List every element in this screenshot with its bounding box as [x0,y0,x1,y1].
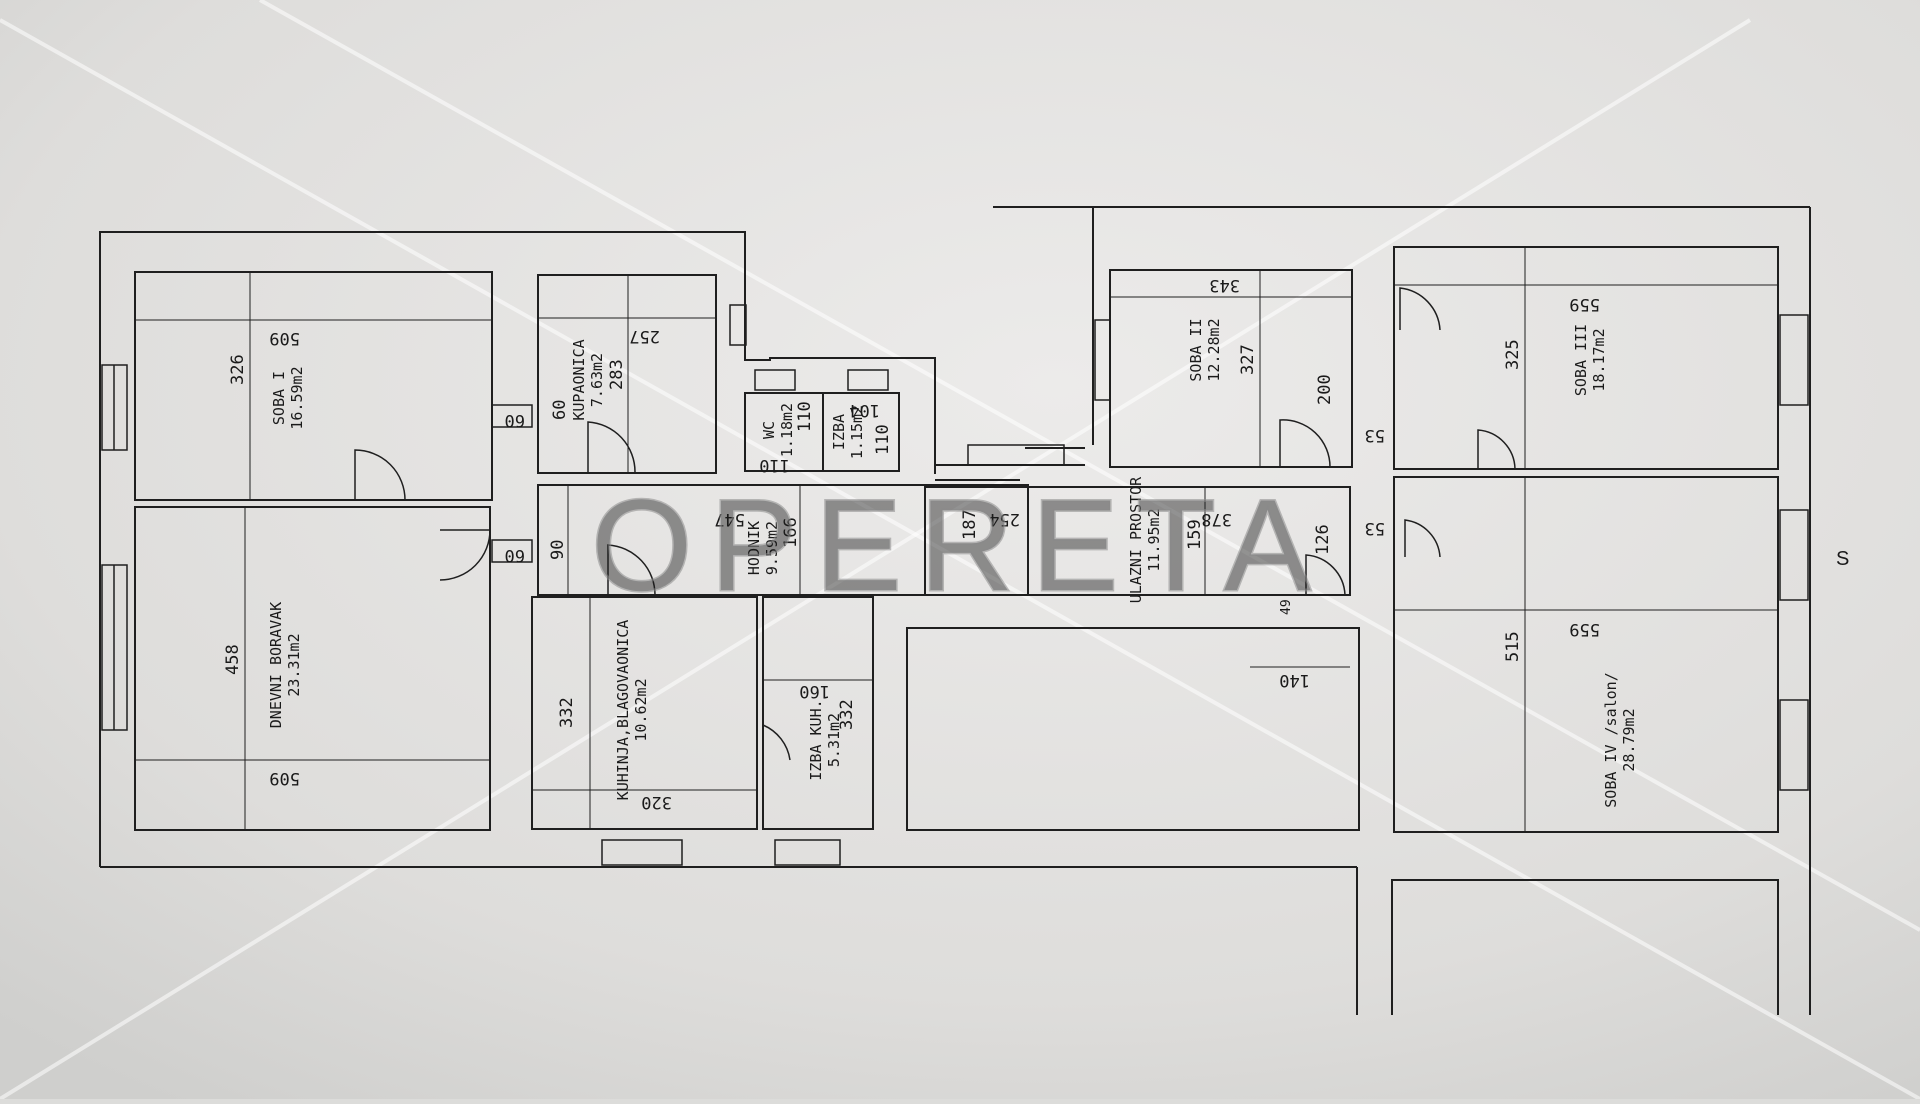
dim-label: 378 [1201,509,1232,529]
dim-label: 53 [1365,518,1385,538]
doors [354,287,1516,765]
room-area: 11.95m2 [1145,508,1163,571]
watermark-text: OPERETA [591,472,1329,618]
room-name: IZBA KUH. [807,699,825,780]
dim-label: 332 [557,697,577,728]
dim-label: 547 [714,509,745,529]
dim-label: 104 [849,400,880,420]
room-name: KUHINJA,BLAGOVAONICA [614,620,632,801]
dim-label: 159 [1185,519,1205,550]
room-name: SOBA IV /salon/ [1602,672,1620,807]
dim-label: 283 [607,359,627,390]
room-name: SOBA III [1572,324,1590,396]
room-name: HODNIK [745,521,763,575]
dim-label: 60 [505,410,525,430]
dimension-lines [135,247,1778,832]
dim-label: 60 [550,400,570,420]
room-name: DNEVNI BORAVAK [267,602,285,728]
dim-label: 559 [1569,619,1600,639]
dim-label: 187 [960,509,980,540]
room-name: SOBA II [1187,318,1205,381]
dim-label: 257 [629,326,660,346]
windows [101,304,1809,866]
dim-label: 49 [1279,599,1294,615]
dim-label: 559 [1569,294,1600,314]
dim-label: 200 [1315,374,1335,405]
dim-label: 110 [795,401,815,432]
dimension-labels: 509 326 509 458 60 60 60 90 257 283 110 … [223,275,1600,812]
walls [99,206,1811,1015]
room-area: 23.31m2 [285,633,303,696]
room-labels: SOBA I 16.59m2 DNEVNI BORAVAK 23.31m2 KU… [267,318,1638,807]
room-name: WC [760,421,778,439]
room-area: 9.59m2 [763,521,781,575]
room-area: 16.59m2 [288,366,306,429]
dim-label: 320 [641,792,672,812]
room-area: 7.63m2 [588,353,606,407]
dim-label: 254 [989,509,1020,529]
dim-label: 515 [1503,631,1523,662]
dim-label: 509 [269,768,300,788]
dim-label: 332 [837,699,857,730]
dim-label: 60 [505,545,525,565]
room-name: IZBA [830,414,848,450]
dim-label: 326 [228,354,248,385]
dim-label: 343 [1209,275,1240,295]
dim-label: 160 [799,681,830,701]
room-area: 1.18m2 [778,403,796,457]
room-name: KUPAONICA [570,339,588,420]
room-name: SOBA I [270,371,288,425]
dim-label: 325 [1503,339,1523,370]
room-area: 1.15m2 [848,405,866,459]
dim-label: 327 [1238,344,1258,375]
dim-label: 53 [1365,425,1385,445]
dim-label: 509 [269,328,300,348]
compass-label: S [1836,548,1849,570]
dim-label: 166 [781,517,801,548]
dim-label: 110 [759,455,790,475]
room-area: 12.28m2 [1205,318,1223,381]
room-area: 5.31m2 [825,713,843,767]
dim-label: 126 [1313,524,1333,555]
room-area: 18.17m2 [1590,328,1608,391]
dim-label: 458 [223,644,243,675]
dim-label: 90 [548,540,568,560]
dim-label: 110 [873,424,893,455]
dim-label: 140 [1279,670,1310,690]
room-area: 10.62m2 [632,678,650,741]
room-area: 28.79m2 [1620,708,1638,771]
room-name: ULAZNI PROSTOR [1127,476,1145,603]
